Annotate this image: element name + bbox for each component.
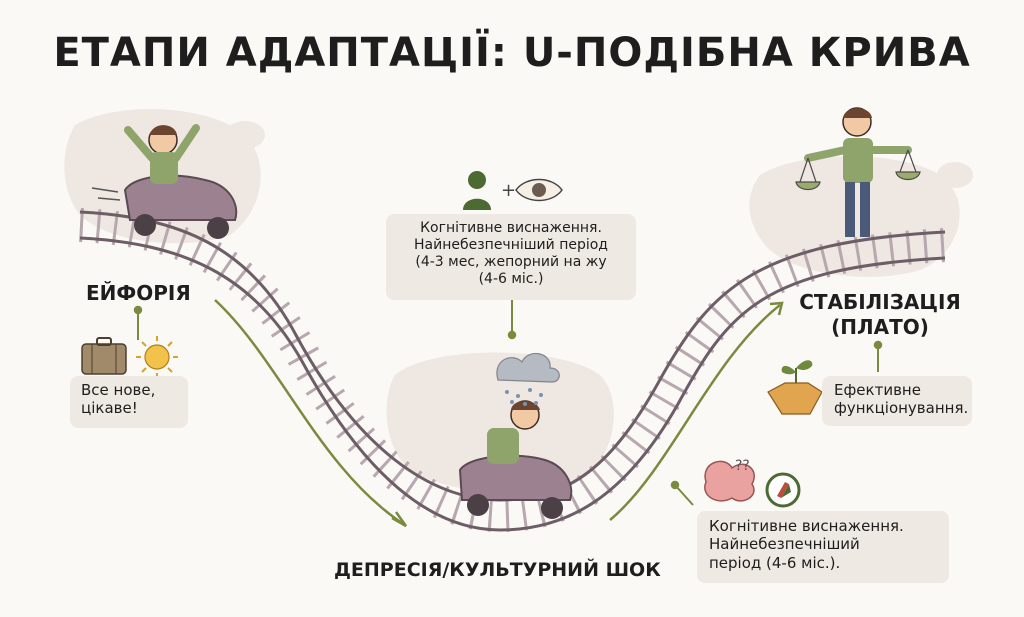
- rain-cloud-icon: [496, 352, 560, 406]
- euphoria-note: Все нове, цікаве!: [70, 376, 188, 428]
- sprout-icon: [781, 360, 813, 385]
- middle-note-line3: (4-3 мес, жепорний на жу: [415, 254, 607, 271]
- handshake-icon: [767, 382, 823, 415]
- depression-note-line1: Когнітивне виснаження.: [709, 517, 904, 535]
- depression-note-line2: Найнебезпечніший: [709, 535, 860, 554]
- stabilization-note: Ефективне функціонування.: [822, 376, 972, 426]
- stabilization-heading-line1: СТАБІЛІЗАЦІЯ: [799, 290, 961, 314]
- euphoria-note-line1: Все нове,: [81, 381, 156, 399]
- euphoria-note-line2: цікаве!: [81, 399, 138, 418]
- person-icon: [463, 171, 491, 210]
- stabilization-note-line2: функціонування.: [834, 399, 969, 418]
- brain-icon: ??: [704, 458, 755, 502]
- stabilization-heading-line2: (ПЛАТО): [831, 315, 929, 339]
- depression-car: [458, 400, 573, 519]
- progress-arrows: [133, 299, 883, 528]
- svg-text:??: ??: [735, 458, 750, 474]
- stage-heading-euphoria: ЕЙФОРІЯ: [86, 281, 191, 305]
- depression-note-line3: період (4-6 міс.).: [709, 553, 841, 572]
- stabilization-person: [795, 107, 921, 237]
- depression-note: Когнітивне виснаження. Найнебезпечніший …: [697, 511, 949, 583]
- eye-icon: [515, 178, 563, 202]
- stage-heading-stabilization: СТАБІЛІЗАЦІЯ (ПЛАТО): [792, 290, 968, 340]
- plus-icon: +: [501, 180, 516, 201]
- middle-note-line1: Когнітивне виснаження.: [420, 220, 602, 236]
- stage-heading-depression: ДЕПРЕСІЯ/КУЛЬТУРНИЙ ШОК: [334, 559, 661, 581]
- euphoria-car: [91, 124, 238, 239]
- suitcase-icon: [81, 337, 127, 375]
- middle-note-line4: (4-6 міс.): [478, 271, 544, 288]
- page-title: ЕТАПИ АДАПТАЦІЇ: U-ПОДІБНА КРИВА: [53, 30, 971, 76]
- compass-icon: [765, 472, 801, 508]
- middle-note-line2: Найнебезпечніший період: [414, 237, 608, 254]
- scales-icon: [795, 149, 921, 191]
- sun-icon: [136, 336, 178, 378]
- stabilization-note-line1: Ефективне: [834, 381, 921, 399]
- middle-note: Когнітивне виснаження. Найнебезпечніший …: [386, 214, 636, 300]
